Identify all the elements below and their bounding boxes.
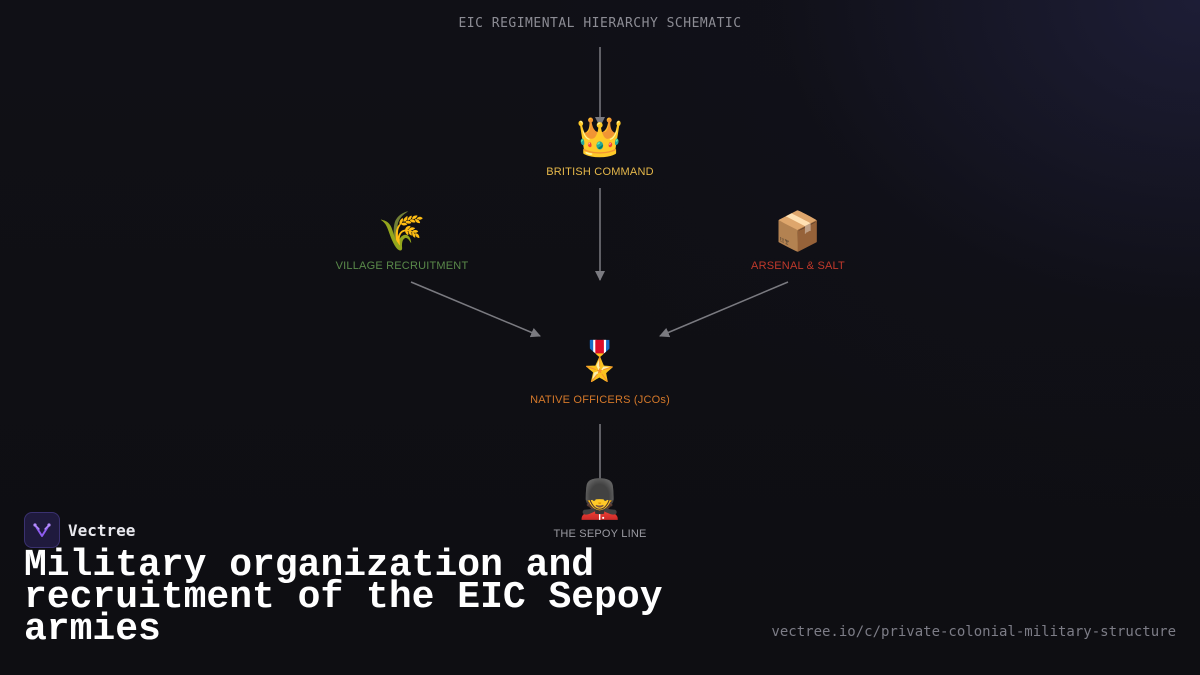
guard-icon: 💂 (576, 479, 624, 521)
node-label-british-command: BRITISH COMMAND (546, 166, 654, 178)
node-village-recruitment: 🌾 VILLAGE RECRUITMENT (292, 210, 512, 272)
node-native-officers: 🎖️ NATIVE OFFICERS (JCOs) (490, 340, 710, 406)
vectree-logo-mark (33, 523, 51, 537)
edge-village-recruitment-to-native-officers (410, 281, 541, 338)
vectree-logo-icon (24, 512, 60, 548)
node-british-command: 👑 BRITISH COMMAND (490, 116, 710, 178)
schematic-title: EIC REGIMENTAL HIERARCHY SCHEMATIC (458, 16, 742, 31)
node-label-village-recruitment: VILLAGE RECRUITMENT (335, 260, 469, 272)
brand-name: Vectree (68, 520, 136, 540)
wheat-icon: 🌾 (378, 211, 426, 253)
node-arsenal-salt: 📦 ARSENAL & SALT (688, 210, 908, 272)
node-sepoy-line: 💂 THE SEPOY LINE (490, 478, 710, 540)
node-label-sepoy-line: THE SEPOY LINE (553, 528, 647, 540)
military-medal-icon: 🎖️ (576, 341, 624, 383)
package-icon: 📦 (774, 211, 822, 253)
node-label-native-officers: NATIVE OFFICERS (JCOs) (530, 394, 670, 406)
node-label-arsenal-salt: ARSENAL & SALT (751, 260, 845, 272)
brand: Vectree (24, 512, 135, 548)
crown-icon: 👑 (576, 117, 624, 159)
edge-arsenal-salt-to-native-officers (659, 281, 789, 338)
page-url[interactable]: vectree.io/c/private-colonial-military-s… (771, 624, 1176, 640)
headline: Military organization and recruitment of… (24, 544, 663, 651)
